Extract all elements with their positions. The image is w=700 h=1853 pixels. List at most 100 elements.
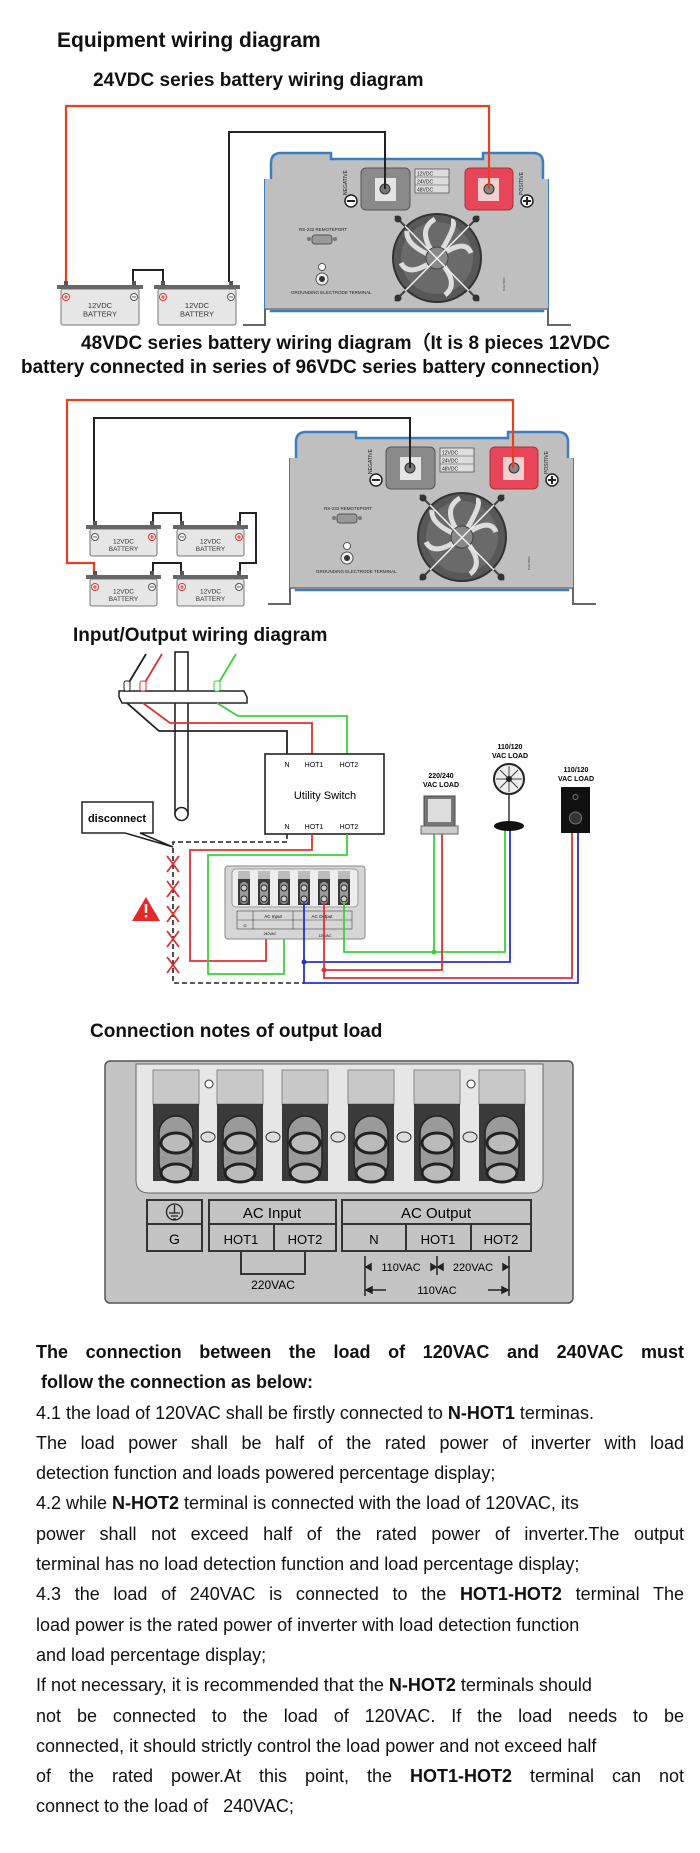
disconnected-neutral — [172, 834, 304, 984]
note-text: The load power shall be half of the rate… — [36, 1432, 684, 1453]
series-jumpers — [152, 512, 257, 572]
terminal-screw — [216, 1069, 264, 1184]
note-line: 4.1 the load of 120VAC shall be firstly … — [36, 1398, 684, 1428]
battery-voltage: 12VDC — [113, 589, 134, 596]
utility-switch — [264, 753, 385, 835]
note-emphasis: N-HOT2 — [388, 1675, 456, 1696]
note-text: connect to the load of 240VAC; — [36, 1796, 294, 1817]
panel-input-hot1: HOT1 — [224, 1232, 259, 1247]
switch-bottom-hot2: HOT2 — [340, 824, 359, 831]
note-emphasis: HOT1-HOT2 — [409, 1766, 512, 1787]
fan-load-icon — [493, 763, 525, 831]
negative-label: NEGATIVE — [368, 448, 374, 474]
cross-icon — [166, 930, 180, 948]
terminal-screw — [281, 1069, 329, 1184]
note-line: and load percentage display; — [36, 1640, 684, 1670]
note-text: connected, it should strictly control th… — [36, 1735, 597, 1756]
negative-label: NEGATIVE — [343, 169, 349, 195]
positive-wire — [64, 104, 491, 282]
panel-output-n: N — [369, 1232, 378, 1247]
mini-ac-input-label: AC Input — [264, 914, 282, 919]
heading-48vdc-line2: battery connected in series of 96VDC ser… — [21, 357, 612, 378]
note-text: terminal The — [561, 1584, 685, 1605]
note-line: of the rated power.At this point, the HO… — [36, 1761, 684, 1791]
voltage-48-label: 48VDC — [417, 188, 434, 194]
panel-ac-input: AC Input — [243, 1205, 302, 1222]
disconnect-label: disconnect — [88, 813, 146, 825]
mini-g-label: G — [243, 923, 246, 928]
warning-icon — [132, 897, 160, 921]
utility-hot2-wire — [216, 702, 348, 754]
battery-voltage: 12VDC — [185, 301, 210, 310]
terminal-screw — [413, 1069, 461, 1184]
note-text: terminal can not — [512, 1766, 684, 1787]
positive-label: POSITIVE — [544, 450, 550, 474]
heading-io: Input/Output wiring diagram — [73, 625, 328, 646]
note-text: 4.2 while — [36, 1493, 113, 1514]
note-line: connected, it should strictly control th… — [36, 1731, 684, 1761]
connection-notes: The connection between the load of 120VA… — [36, 1337, 684, 1822]
utility-hot1-wire — [142, 702, 313, 754]
voltage-24-label: 24VDC — [442, 459, 459, 465]
heading-48vdc-line1: 48VDC series battery wiring diagram（It i… — [81, 333, 611, 354]
note-line: 4.2 while N-HOT2 terminal is connected w… — [36, 1488, 684, 1518]
note-line: power shall not exceed half of the rated… — [36, 1519, 684, 1549]
note-text: and load percentage display; — [36, 1644, 267, 1665]
load-220-sublabel: VAC LOAD — [423, 782, 459, 789]
battery-label: BATTERY — [196, 596, 226, 603]
note-line: follow the connection as below: — [36, 1367, 684, 1397]
mini-ac-output-label: AC Output — [311, 914, 333, 919]
battery-label: BATTERY — [180, 310, 214, 319]
ground-terminal-label: GROUNDING ELECTRODE TERMINAL — [316, 569, 397, 574]
cross-marks — [166, 855, 180, 974]
output-neutral-wire — [303, 826, 579, 984]
switch-bottom-hot1: HOT1 — [305, 824, 324, 831]
negative-wire — [228, 131, 386, 282]
disconnect-callout — [81, 801, 174, 848]
note-emphasis: The connection between the load of 120VA… — [36, 1342, 684, 1362]
ground-terminal-label: GROUNDING ELECTRODE TERMINAL — [291, 290, 372, 295]
note-line: If not necessary, it is recommended that… — [36, 1670, 684, 1700]
voltage-48-label: 48VDC — [442, 467, 459, 473]
diagram-io: N HOT1 HOT2 Utility Switch N HOT1 HOT2 d… — [81, 651, 594, 984]
panel-n-hot1-voltage: 110VAC — [381, 1262, 420, 1274]
negative-wire — [93, 417, 411, 522]
page-title: Equipment wiring diagram — [57, 29, 321, 52]
voltage-24-label: 24VDC — [417, 180, 434, 186]
note-emphasis: N-HOT2 — [112, 1493, 180, 1514]
note-text: terminas. — [514, 1402, 594, 1423]
battery-label: BATTERY — [109, 546, 139, 553]
ground-icon — [165, 1203, 184, 1221]
mini-120-label: 120VAC — [319, 934, 332, 938]
note-line: connect to the load of 240VAC; — [36, 1791, 684, 1821]
note-text: of the rated power.At this point, the — [36, 1766, 410, 1787]
note-emphasis: follow the connection as below: — [36, 1372, 314, 1393]
panel-hot1-hot2-voltage: 220VAC — [453, 1262, 493, 1274]
note-line: detection function and loads powered per… — [36, 1458, 684, 1488]
cross-icon — [166, 880, 180, 898]
panel-input-hot2: HOT2 — [288, 1232, 323, 1247]
note-text: power shall not exceed half of the rated… — [36, 1523, 684, 1544]
load-box-label: 110/120 — [564, 767, 589, 774]
rs232-label: RS-232 REMOTEPORT — [324, 506, 372, 511]
heading-24vdc: 24VDC series battery wiring diagram — [93, 70, 424, 91]
load-box-sublabel: VAC LOAD — [558, 776, 594, 783]
output-hot2-wire — [343, 826, 506, 953]
note-text: terminals should — [455, 1675, 592, 1696]
note-text: detection function and loads powered per… — [36, 1463, 496, 1484]
output-hot1-wire — [323, 833, 573, 979]
cross-icon — [166, 956, 180, 974]
battery-voltage: 12VDC — [200, 589, 221, 596]
note-text: not be connected to the load of 120VAC. … — [36, 1705, 684, 1726]
note-text: 4.3 the load of 240VAC is connected to t… — [36, 1584, 460, 1605]
load-220-label: 220/240 — [428, 773, 453, 780]
input-hot1-wire — [189, 834, 313, 962]
switch-top-n: N — [284, 762, 289, 769]
note-text: If not necessary, it is recommended that… — [36, 1675, 389, 1696]
